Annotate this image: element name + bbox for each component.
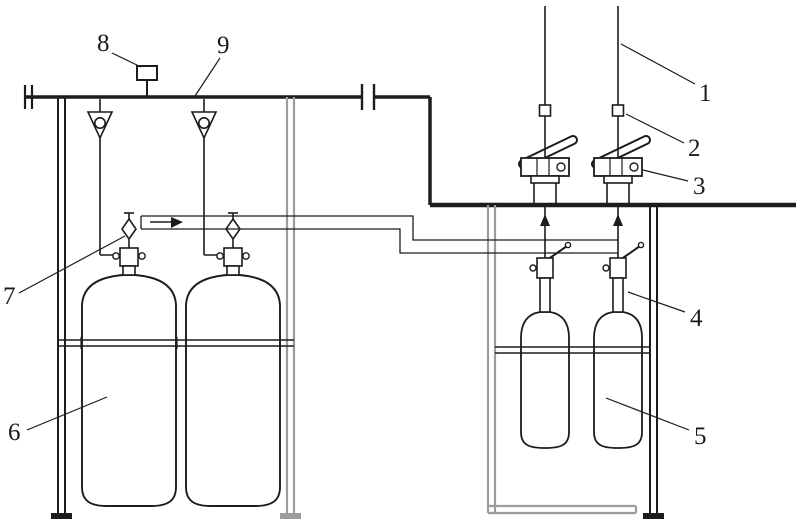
cylinder-outline (81, 274, 177, 507)
small-cylinder-left (520, 311, 570, 449)
wall-line (428, 97, 796, 208)
valve-port (216, 252, 224, 260)
check-valve-ball (94, 117, 107, 130)
check-valve-right (190, 99, 224, 256)
frame-right (486, 205, 664, 519)
actuator-gauge (556, 162, 566, 172)
pilot-up-arrow (540, 214, 550, 226)
valve-neck (122, 265, 136, 276)
left-cylinder-valve-b (216, 212, 250, 276)
leader-line-3 (642, 169, 689, 182)
small-cylinder-right (593, 311, 643, 449)
actuator-gauge (629, 162, 639, 172)
check-valve-left (86, 99, 120, 256)
lever-actuator-left (518, 116, 578, 205)
instrument-box (136, 65, 158, 81)
frame-foot-gray (280, 513, 301, 519)
leader-line-1 (620, 43, 696, 85)
leader-line-9 (194, 57, 221, 97)
label-8: 8 (97, 30, 110, 57)
valve-body (119, 247, 139, 267)
reference-labels: 1 2 3 4 5 6 7 8 9 (3, 30, 712, 450)
valve-port (138, 252, 146, 260)
label-1: 1 (699, 80, 712, 107)
valve-body (536, 257, 554, 279)
left-cylinder-valve-a (112, 212, 146, 276)
cylinder-outline (593, 311, 643, 449)
pilot-line (140, 214, 623, 254)
pilot-duct-upper (141, 215, 618, 241)
valve-neck (539, 277, 551, 313)
valve-body (223, 247, 243, 267)
cylinder-outline (185, 274, 281, 507)
leader-line-5 (605, 397, 690, 431)
leader-line-4 (627, 291, 686, 313)
right-cylinder-valve-c (529, 205, 572, 313)
lever-actuator-right (591, 116, 651, 205)
label-7: 7 (3, 283, 16, 310)
valve-handle-knob (564, 241, 572, 249)
valve-body (609, 257, 627, 279)
actuator-flange (530, 175, 560, 184)
valve-port (242, 252, 250, 260)
leader-line-2 (625, 113, 685, 144)
leader-line-6 (26, 396, 108, 431)
large-cylinder-left (81, 274, 177, 507)
frame-left (51, 97, 301, 519)
label-2: 2 (688, 135, 701, 162)
right-cylinder-valve-d (602, 205, 645, 313)
actuator-flange (603, 175, 633, 184)
valve-neck (612, 277, 624, 313)
manifold-pipe (23, 84, 430, 110)
valve-handle-knob (637, 241, 645, 249)
frame-foot (643, 513, 664, 519)
label-3: 3 (693, 173, 706, 200)
valve-neck (226, 265, 240, 276)
riser-pipes (538, 6, 625, 117)
large-cylinder-right (185, 274, 281, 507)
riser-box-right (611, 104, 625, 117)
valve-port (602, 264, 610, 272)
frame-foot (51, 513, 72, 519)
leader-line-8 (111, 52, 142, 68)
valve-port (529, 264, 537, 272)
label-4: 4 (690, 305, 703, 332)
pilot-duct-lower (141, 228, 618, 254)
valve-port (112, 252, 120, 260)
label-9: 9 (217, 32, 230, 59)
check-valve-ball (198, 117, 211, 130)
label-5: 5 (694, 423, 707, 450)
leader-line-7 (18, 235, 126, 294)
manifold-instrument (136, 65, 158, 96)
flow-arrow-head (171, 217, 183, 228)
riser-box-left (538, 104, 552, 117)
pilot-up-arrow (613, 214, 623, 226)
cylinder-outline (520, 311, 570, 449)
label-6: 6 (8, 419, 21, 446)
